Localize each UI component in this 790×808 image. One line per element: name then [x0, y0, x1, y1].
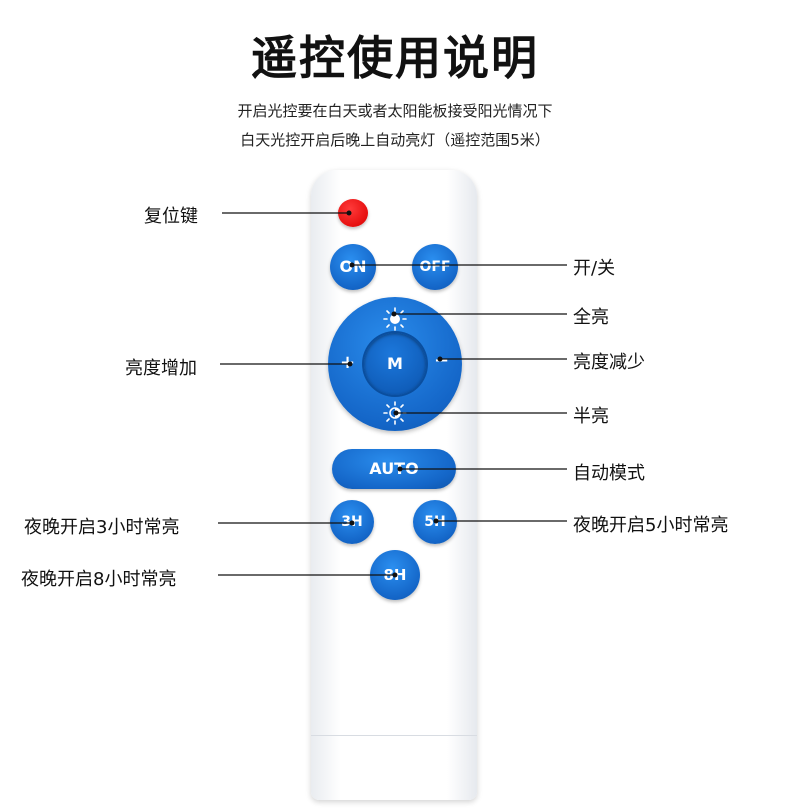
night-3h-button[interactable]: 3H — [330, 500, 374, 544]
night-5h-button[interactable]: 5H — [413, 500, 457, 544]
full-bright-icon[interactable] — [382, 306, 408, 336]
label-night-5h: 夜晚开启5小时常亮 — [573, 515, 729, 536]
off-button[interactable]: OFF — [412, 244, 458, 290]
mode-button[interactable]: M — [364, 333, 426, 395]
half-bright-icon[interactable] — [382, 400, 408, 430]
page-title: 遥控使用说明 — [251, 31, 539, 85]
label-reset: 复位键 — [144, 206, 198, 227]
label-on-off: 开/关 — [573, 258, 616, 279]
label-half-bright: 半亮 — [573, 406, 609, 427]
instruction-line-2: 白天光控开启后晚上自动亮灯（遥控范围5米） — [240, 131, 550, 149]
remote-battery-seam — [311, 735, 477, 736]
label-brightness-down: 亮度减少 — [573, 352, 645, 373]
on-button[interactable]: ON — [330, 244, 376, 290]
label-auto-mode: 自动模式 — [573, 463, 645, 484]
label-night-3h: 夜晚开启3小时常亮 — [24, 517, 180, 538]
brightness-minus-button[interactable]: − — [434, 350, 450, 371]
label-night-8h: 夜晚开启8小时常亮 — [21, 569, 177, 590]
reset-button[interactable] — [338, 199, 368, 227]
night-8h-button[interactable]: 8H — [370, 550, 420, 600]
auto-button[interactable]: AUTO — [332, 449, 456, 489]
instruction-line-1: 开启光控要在白天或者太阳能板接受阳光情况下 — [237, 102, 553, 120]
brightness-plus-button[interactable]: + — [340, 352, 356, 373]
label-brightness-up: 亮度增加 — [125, 358, 197, 379]
label-full-bright: 全亮 — [573, 307, 609, 328]
